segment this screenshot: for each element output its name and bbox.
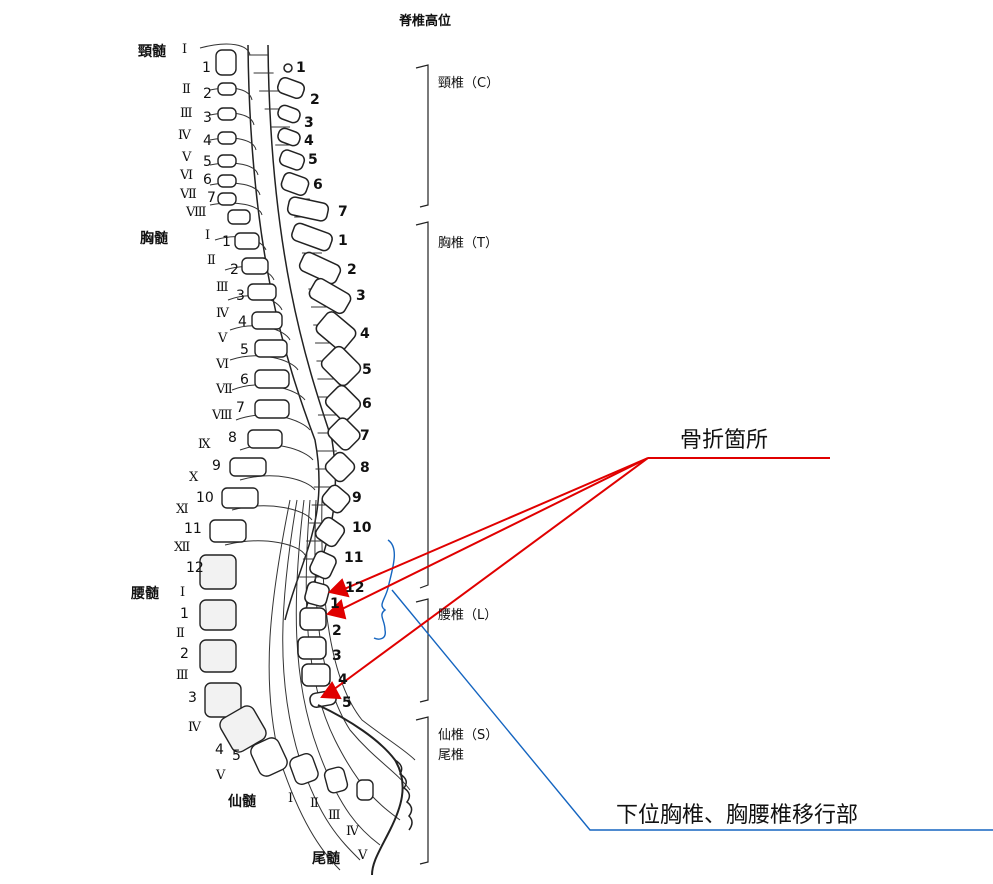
thoracic-segment: Ⅷ: [212, 408, 232, 423]
thoracic-vertebra-number: 4: [360, 326, 370, 342]
sacral-segment: Ⅳ: [346, 824, 359, 839]
sacral-region-label: 仙椎（S）: [438, 724, 498, 743]
lumbar-segment: Ⅱ: [176, 626, 185, 641]
cervical-nerve: 5: [203, 154, 212, 170]
thoracic-vertebra-number: 12: [345, 580, 364, 596]
thoracic-nerve: 4: [238, 314, 247, 330]
cervical-vertebra-number: 7: [338, 204, 348, 220]
cervical-nerve: 4: [203, 133, 212, 149]
thoracic-segment: Ⅰ: [205, 228, 210, 243]
thoracic-region-label: 胸椎（T）: [438, 232, 498, 251]
lumbar-cord-label: 腰髄: [131, 583, 159, 603]
cervical-segment: Ⅵ: [180, 168, 193, 183]
lumbar-nerve: 1: [180, 606, 189, 622]
cervical-segment: Ⅲ: [180, 106, 193, 121]
cervical-nerve: 1: [202, 60, 211, 76]
thoracic-vertebra-number: 10: [352, 520, 371, 536]
cervical-vertebra-number: 6: [313, 177, 323, 193]
lumbar-region-label: 腰椎（L）: [438, 604, 497, 623]
thoracic-segment: Ⅳ: [216, 306, 229, 321]
thoracic-segment: Ⅶ: [216, 382, 233, 397]
fracture-arrows: [322, 458, 830, 698]
thoracic-segment: Ⅵ: [216, 357, 229, 372]
thoracic-nerve: 7: [236, 400, 245, 416]
cervical-nerve: 2: [203, 86, 212, 102]
thoracic-nerve: 11: [184, 521, 202, 537]
thoracic-nerve: 1: [222, 234, 231, 250]
cervical-vertebra-number: 4: [304, 133, 314, 149]
cervical-vertebra-number: 3: [304, 115, 314, 131]
cervical-cord-label: 頸髄: [138, 41, 166, 61]
cervical-segment: Ⅶ: [180, 187, 197, 202]
lumbar-nerve: 5: [232, 748, 241, 764]
thoracic-nerve: 3: [236, 288, 245, 304]
lumbar-vertebra-number: 1: [330, 596, 340, 612]
lumbar-segment: Ⅴ: [216, 768, 225, 783]
thoracic-vertebra-number: 7: [360, 428, 370, 444]
sacral-segment: Ⅲ: [328, 808, 341, 823]
cervical-region-label: 頸椎（C）: [438, 72, 499, 91]
sacral-segment: Ⅴ: [358, 848, 367, 863]
thoracic-nerve: 10: [196, 490, 214, 506]
thoracic-vertebra-number: 9: [352, 490, 362, 506]
thoracic-nerve: 2: [230, 262, 239, 278]
lumbar-vertebra-number: 5: [342, 695, 352, 711]
thoracic-vertebra-number: 2: [347, 262, 357, 278]
sacral-cord-label: 仙髄: [228, 791, 256, 811]
thoracic-nerve: 5: [240, 342, 249, 358]
thoracic-segment: Ⅱ: [207, 253, 216, 268]
cervical-vertebra-number: 5: [308, 152, 318, 168]
lumbar-segment: Ⅳ: [188, 720, 201, 735]
thoracic-cord-label: 胸髄: [140, 228, 168, 248]
cervical-vertebra-number: 1: [296, 60, 306, 76]
thoracic-nerve: 12: [186, 560, 204, 576]
thoracic-nerve: 9: [212, 458, 221, 474]
region-brackets: [416, 65, 428, 864]
lumbar-nerve: 3: [188, 690, 197, 706]
cervical-segment: Ⅱ: [182, 82, 191, 97]
lumbar-vertebra-number: 4: [338, 672, 348, 688]
thoracic-nerve: 8: [228, 430, 237, 446]
fracture-label: 骨折箇所: [680, 422, 768, 454]
vertebral-bodies: [276, 64, 363, 708]
lumbar-nerve: 2: [180, 646, 189, 662]
thoracic-vertebra-number: 5: [362, 362, 372, 378]
lumbar-segment: Ⅲ: [176, 668, 189, 683]
cervical-segment: Ⅴ: [182, 150, 191, 165]
cervical-segment: Ⅷ: [186, 205, 206, 220]
cervical-nerve: 7: [207, 190, 216, 206]
thoracic-vertebra-number: 1: [338, 233, 348, 249]
sacral-segment: Ⅰ: [288, 791, 293, 806]
thoracic-segment: Ⅸ: [198, 437, 211, 452]
thoracic-nerve: 6: [240, 372, 249, 388]
thoracic-vertebra-number: 3: [356, 288, 366, 304]
thoracic-segment: Ⅴ: [218, 331, 227, 346]
thoracic-segment: Ⅲ: [216, 280, 229, 295]
cervical-vertebra-number: 2: [310, 92, 320, 108]
coccyx-wavy-edge: [395, 760, 412, 830]
cervical-segment: Ⅰ: [182, 42, 187, 57]
thoracic-segment: Ⅹ: [189, 470, 198, 485]
cervical-nerve: 3: [203, 110, 212, 126]
lumbar-vertebra-number: 2: [332, 623, 342, 639]
thoracic-segment: Ⅺ: [176, 502, 189, 517]
thoracic-vertebra-number: 11: [344, 550, 363, 566]
cervical-segment: Ⅳ: [178, 128, 191, 143]
lumbar-vertebra-number: 3: [332, 648, 342, 664]
lumbar-segment: Ⅰ: [180, 585, 185, 600]
sacral-segment: Ⅱ: [310, 796, 319, 811]
coccyx-region-label: 尾椎: [438, 744, 464, 763]
transition-label: 下位胸椎、胸腰椎移行部: [616, 797, 858, 829]
coccygeal-cord-label: 尾髄: [312, 848, 340, 868]
thoracic-vertebra-number: 8: [360, 460, 370, 476]
transition-annotation: [374, 540, 993, 830]
thoracic-segment: Ⅻ: [174, 540, 190, 555]
thoracic-vertebra-number: 6: [362, 396, 372, 412]
cervical-nerve: 6: [203, 172, 212, 188]
lumbar-nerve: 4: [215, 742, 224, 758]
